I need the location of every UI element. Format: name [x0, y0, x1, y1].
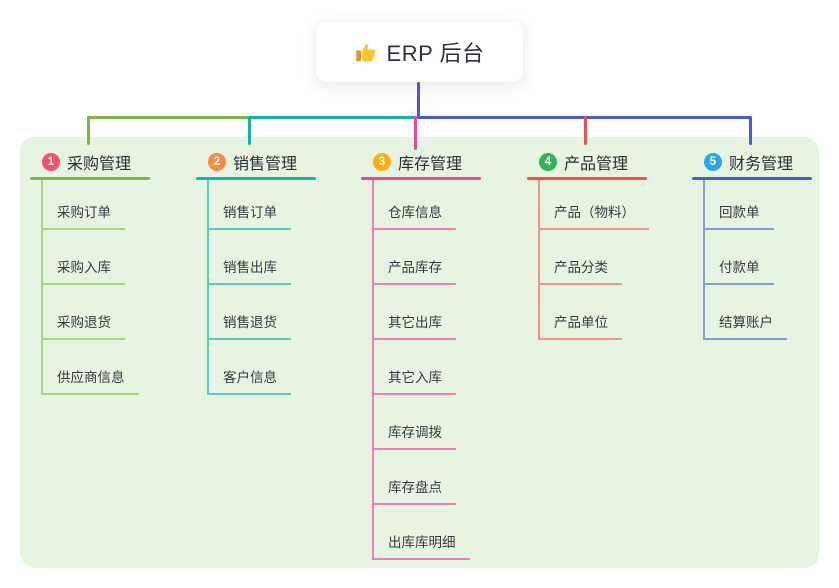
leaf-label: 出库库明细 — [372, 534, 470, 560]
leaf-node[interactable]: 结算账户 — [703, 314, 787, 340]
leaf-node[interactable]: 库存调拨 — [372, 424, 456, 450]
branch-connector-line — [372, 180, 374, 560]
leaf-label: 采购入库 — [41, 259, 125, 285]
drop-line-inventory — [414, 116, 417, 150]
branch-label: 产品管理 — [564, 156, 629, 173]
branch-connector-line — [41, 180, 43, 395]
leaf-label: 库存调拨 — [372, 424, 456, 450]
leaf-label: 结算账户 — [703, 314, 787, 340]
bus-line-middle — [249, 116, 417, 119]
branch-purchase-management: 1 采购管理 采购订单 采购入库 采购退货 供应商信息 — [30, 0, 195, 588]
branch-label: 采购管理 — [67, 156, 132, 173]
leaf-label: 销售订单 — [207, 204, 291, 230]
leaf-node[interactable]: 客户信息 — [207, 369, 291, 395]
leaf-node[interactable]: 其它出库 — [372, 314, 456, 340]
leaf-label: 仓库信息 — [372, 204, 456, 230]
mindmap-panel — [20, 137, 819, 568]
root-node[interactable]: ERP 后台 — [316, 22, 523, 82]
bus-line-left — [87, 116, 249, 119]
branch-node-product[interactable]: 4 产品管理 — [539, 150, 628, 174]
branch-underline — [30, 177, 150, 180]
drop-line-purchase — [87, 116, 90, 145]
branch-connector-line — [207, 180, 209, 395]
branch-underline — [527, 177, 647, 180]
leaf-label: 付款单 — [703, 259, 774, 285]
branch-product-management: 4 产品管理 产品（物料） 产品分类 产品单位 — [527, 0, 692, 588]
leaf-node[interactable]: 采购入库 — [41, 259, 125, 285]
leaf-node[interactable]: 销售退货 — [207, 314, 291, 340]
leaf-label: 供应商信息 — [41, 369, 139, 395]
leaf-node[interactable]: 销售订单 — [207, 204, 291, 230]
leaf-label: 产品（物料） — [538, 204, 649, 230]
branch-number-badge: 2 — [208, 153, 226, 171]
leaf-node[interactable]: 其它入库 — [372, 369, 456, 395]
leaf-node[interactable]: 销售出库 — [207, 259, 291, 285]
root-node-label: ERP 后台 — [386, 41, 485, 66]
leaf-node[interactable]: 回款单 — [703, 204, 774, 230]
leaf-label: 其它入库 — [372, 369, 456, 395]
branch-finance-management: 5 财务管理 回款单 付款单 结算账户 — [692, 0, 839, 588]
leaf-node[interactable]: 产品（物料） — [538, 204, 649, 230]
branch-node-sales[interactable]: 2 销售管理 — [208, 150, 297, 174]
branch-connector-line — [538, 180, 540, 340]
drop-line-sales — [248, 116, 251, 145]
leaf-label: 产品库存 — [372, 259, 456, 285]
branch-underline — [196, 177, 316, 180]
branch-label: 财务管理 — [729, 156, 794, 173]
branch-number-badge: 1 — [42, 153, 60, 171]
branch-node-inventory[interactable]: 3 库存管理 — [373, 150, 462, 174]
branch-node-finance[interactable]: 5 财务管理 — [704, 150, 793, 174]
drop-line-finance — [749, 116, 752, 145]
branch-label: 销售管理 — [233, 156, 298, 173]
leaf-label: 销售退货 — [207, 314, 291, 340]
leaf-label: 采购退货 — [41, 314, 125, 340]
branch-number-badge: 5 — [704, 153, 722, 171]
leaf-node[interactable]: 产品库存 — [372, 259, 456, 285]
root-trunk-line — [417, 82, 420, 119]
thumbs-up-icon — [355, 43, 376, 61]
leaf-node[interactable]: 供应商信息 — [41, 369, 139, 395]
branch-connector-line — [703, 180, 705, 340]
leaf-label: 销售出库 — [207, 259, 291, 285]
leaf-label: 采购订单 — [41, 204, 125, 230]
leaf-node[interactable]: 仓库信息 — [372, 204, 456, 230]
leaf-label: 产品分类 — [538, 259, 622, 285]
leaf-node[interactable]: 出库库明细 — [372, 534, 470, 560]
branch-inventory-management: 3 库存管理 仓库信息 产品库存 其它出库 其它入库 库存调拨 库存盘点 出库库… — [361, 0, 526, 588]
leaf-node[interactable]: 付款单 — [703, 259, 774, 285]
branch-node-purchase[interactable]: 1 采购管理 — [42, 150, 131, 174]
branch-number-badge: 3 — [373, 153, 391, 171]
branch-sales-management: 2 销售管理 销售订单 销售出库 销售退货 客户信息 — [196, 0, 361, 588]
leaf-label: 回款单 — [703, 204, 774, 230]
leaf-label: 客户信息 — [207, 369, 291, 395]
leaf-node[interactable]: 采购订单 — [41, 204, 125, 230]
branch-label: 库存管理 — [398, 156, 463, 173]
leaf-label: 库存盘点 — [372, 479, 456, 505]
drop-line-product — [584, 116, 587, 145]
branch-underline — [692, 177, 812, 180]
leaf-label: 其它出库 — [372, 314, 456, 340]
leaf-node[interactable]: 产品单位 — [538, 314, 622, 340]
leaf-node[interactable]: 库存盘点 — [372, 479, 456, 505]
branch-underline — [361, 177, 481, 180]
leaf-node[interactable]: 采购退货 — [41, 314, 125, 340]
branch-number-badge: 4 — [539, 153, 557, 171]
leaf-label: 产品单位 — [538, 314, 622, 340]
leaf-node[interactable]: 产品分类 — [538, 259, 622, 285]
